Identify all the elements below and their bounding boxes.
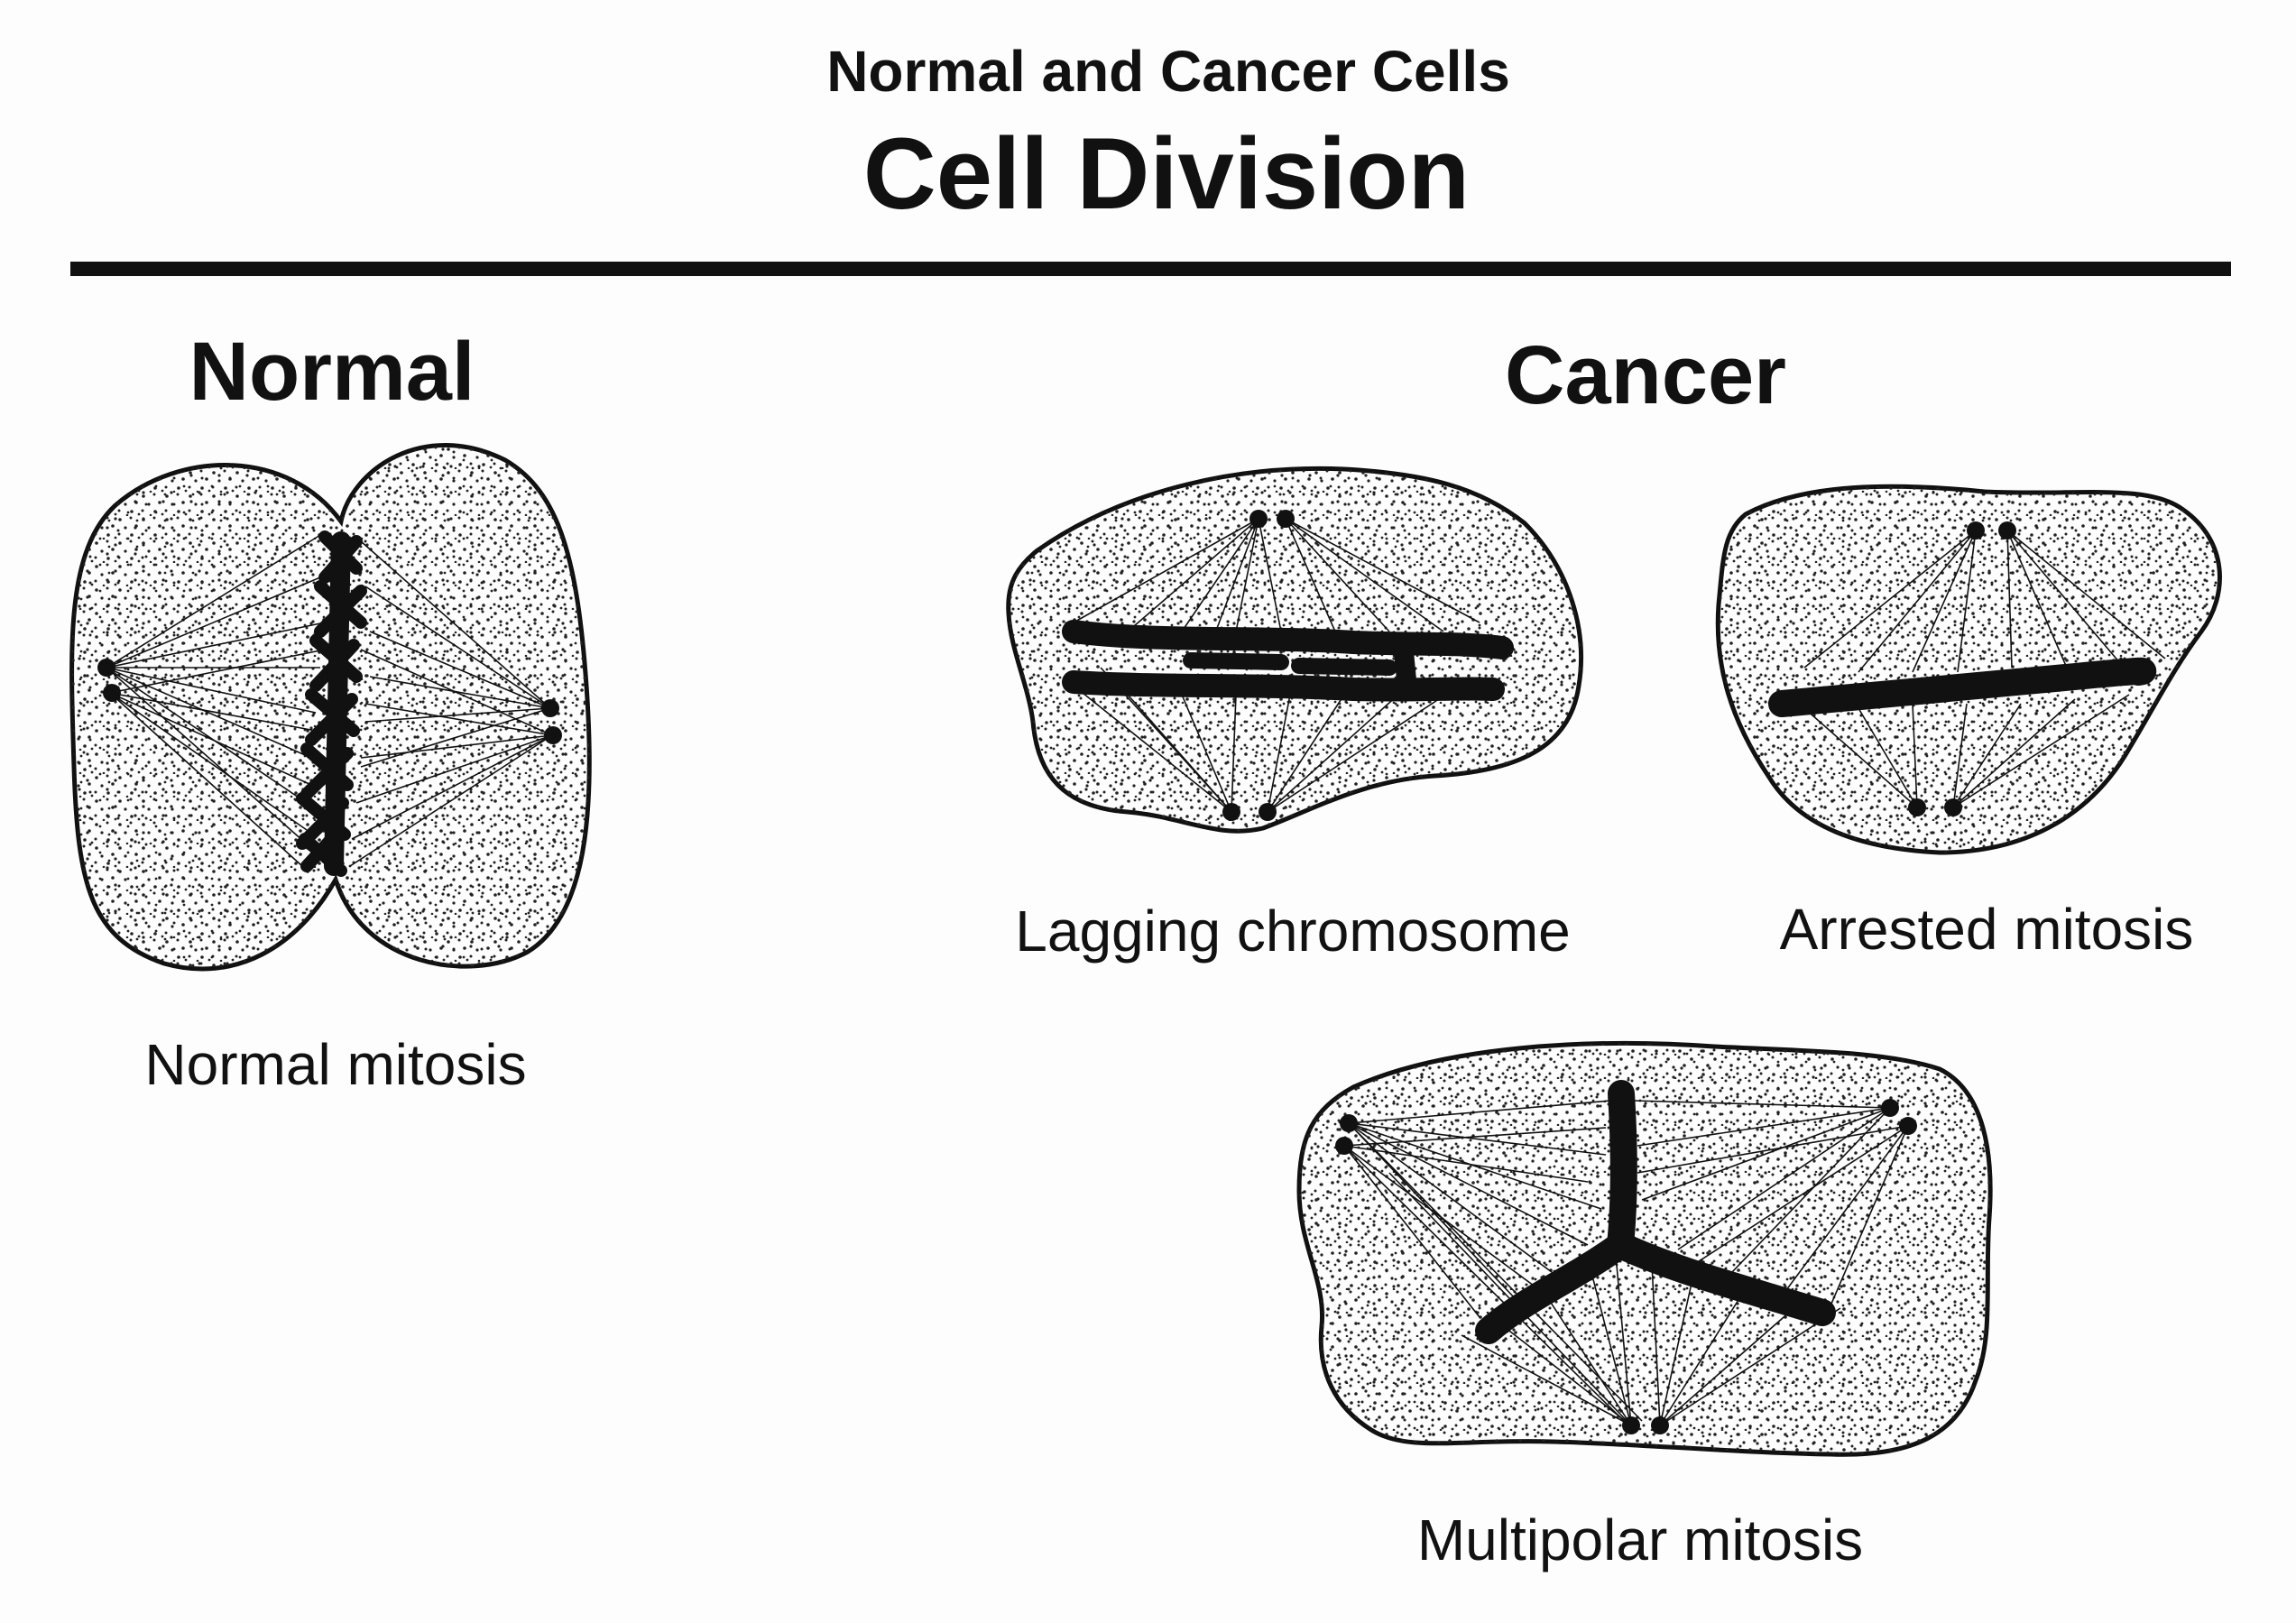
lagging-centrioles [1222, 510, 1295, 821]
multipolar-tripolar-chromosomes [1475, 1080, 1836, 1344]
cell-lagging-chromosome [1006, 466, 1583, 834]
header-divider [70, 262, 2231, 276]
section-heading-cancer: Cancer [1505, 329, 1786, 421]
normal-metaphase-chromosomes [296, 530, 367, 877]
arrested-centrioles [1908, 521, 2016, 816]
caption-normal-mitosis: Normal mitosis [144, 1032, 527, 1097]
diagram-title: Cell Division [862, 117, 1471, 230]
caption-lagging-chromosome: Lagging chromosome [1015, 899, 1571, 964]
multipolar-centrioles [1335, 1099, 1917, 1434]
cell-multipolar-mitosis [1296, 1040, 1993, 1457]
diagram-subtitle: Normal and Cancer Cells [826, 39, 1510, 104]
caption-arrested-mitosis: Arrested mitosis [1779, 897, 2194, 962]
cell-arrested-mitosis [1715, 484, 2222, 855]
lagging-spindle-fibers [1073, 518, 1480, 813]
arrested-chromosome-band [1768, 657, 2157, 717]
cell-normal-mitosis [69, 443, 592, 972]
normal-centrioles [97, 659, 562, 744]
lagging-chromosome-bands [1062, 620, 1514, 702]
multipolar-spindle-fibers [1343, 1100, 1909, 1426]
normal-spindle-fibers [106, 531, 553, 867]
section-heading-normal: Normal [189, 326, 475, 418]
arrested-spindle-fibers [1803, 530, 2166, 808]
caption-multipolar-mitosis: Multipolar mitosis [1416, 1508, 1864, 1572]
